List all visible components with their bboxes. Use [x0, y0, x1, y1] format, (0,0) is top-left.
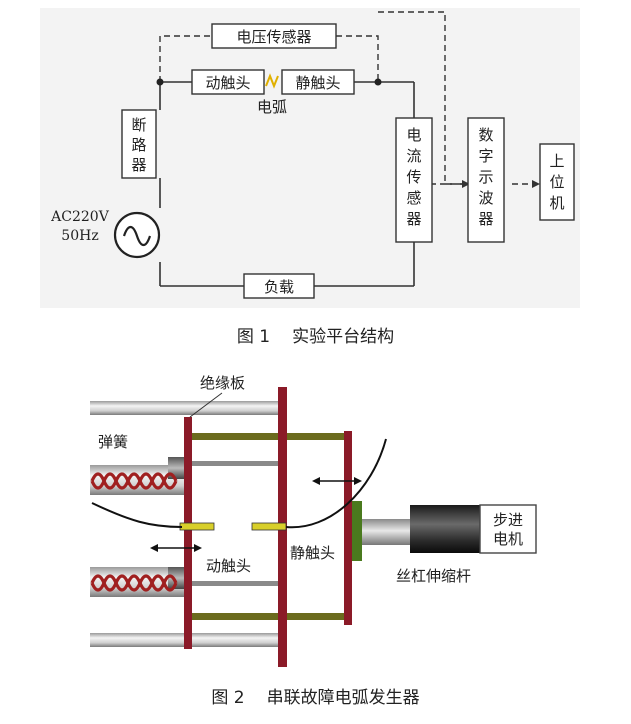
circuit-wires	[159, 81, 415, 287]
load-box	[243, 273, 315, 299]
signal-lines	[159, 11, 534, 185]
arc-generator-diagram: 绝缘板 弹簧 动触头 静触头 步进 电机 丝杠伸缩杆	[90, 374, 537, 667]
oscilloscope-char-3: 示	[478, 168, 493, 186]
screw-rod	[362, 519, 410, 545]
current-sensor-char-3: 传	[406, 168, 421, 186]
oscilloscope-char-1: 数	[478, 126, 493, 144]
figure-1-title: 实验平台结构	[292, 327, 395, 347]
figure-1-caption: 图 1 实验平台结构	[0, 322, 631, 347]
moving-contact-label: 动触头	[205, 74, 250, 92]
right-wire	[285, 438, 387, 529]
static-contact-label: 静触头	[295, 74, 340, 92]
current-sensor-box	[395, 117, 433, 243]
oscilloscope-char-4: 波	[478, 189, 493, 207]
motion-arrows	[150, 477, 362, 552]
screw-rod-label: 丝杠伸缩杆	[396, 567, 471, 585]
static-contact-label-fig2: 静触头	[290, 544, 335, 562]
voltage-sensor-box	[211, 23, 337, 49]
stepper-motor-label-line1: 步进	[493, 511, 523, 529]
spring-label: 弹簧	[98, 433, 128, 451]
current-sensor-char-1: 电	[406, 126, 421, 144]
figure-2-caption: 图 2 串联故障电弧发生器	[0, 683, 631, 708]
arc-label: 电弧	[257, 98, 287, 116]
insulation-plate-pointer	[189, 392, 223, 418]
stepper-motor-label-line2: 电机	[493, 530, 523, 548]
current-sensor-char-5: 器	[406, 210, 421, 228]
host-char-2: 位	[549, 173, 564, 191]
oscilloscope-box	[467, 117, 505, 243]
static-contact-rod	[251, 522, 287, 531]
moving-contact-box	[191, 69, 265, 95]
arrow-to-host	[532, 180, 540, 188]
moving-contact-label-fig2: 动触头	[206, 557, 251, 575]
connecting-bars	[190, 433, 350, 620]
static-contact-box	[281, 69, 355, 95]
host-computer-box	[539, 143, 575, 221]
figure-1-number: 图 1	[236, 327, 271, 347]
spring-icons	[90, 472, 178, 592]
experiment-platform-diagram: 电压传感器 动触头 静触头 电弧 断 路 器 AC220V 50Hz 电 流 传…	[40, 8, 580, 308]
oscilloscope-char-5: 器	[478, 210, 493, 228]
stepper-motor-body	[410, 505, 480, 553]
host-char-1: 上	[549, 152, 564, 170]
figure-2-number: 图 2	[211, 688, 245, 708]
arrow-to-oscilloscope	[462, 180, 470, 188]
load-label: 负载	[264, 278, 294, 296]
figure-2: 绝缘板 弹簧 动触头 静触头 步进 电机 丝杠伸缩杆 图 2 串联故障电弧发生器	[0, 345, 631, 724]
figure-2-title: 串联故障电弧发生器	[266, 688, 420, 708]
arc-symbol	[265, 73, 279, 89]
host-char-3: 机	[549, 194, 564, 212]
breaker-char-2: 路	[131, 136, 146, 154]
sine-wave-icon	[122, 225, 152, 247]
current-sensor-char-4: 感	[406, 189, 421, 207]
junction-left	[156, 78, 164, 86]
junction-right	[374, 78, 382, 86]
green-plate	[352, 501, 362, 561]
insulation-plate-label: 绝缘板	[200, 374, 245, 392]
figure-1: 电压传感器 动触头 静触头 电弧 断 路 器 AC220V 50Hz 电 流 传…	[0, 0, 631, 347]
breaker-char-3: 器	[131, 156, 146, 174]
source-frequency-label: 50Hz	[61, 228, 98, 244]
breaker-box	[121, 109, 157, 179]
voltage-sensor-label: 电压传感器	[236, 28, 311, 46]
current-sensor-char-2: 流	[406, 147, 421, 165]
oscilloscope-char-2: 字	[478, 147, 493, 165]
left-wire	[91, 502, 183, 528]
stepper-motor-label-box	[479, 504, 537, 554]
breaker-char-1: 断	[131, 116, 146, 134]
moving-contact-rod	[179, 522, 215, 531]
source-voltage-label: AC220V	[50, 209, 110, 225]
